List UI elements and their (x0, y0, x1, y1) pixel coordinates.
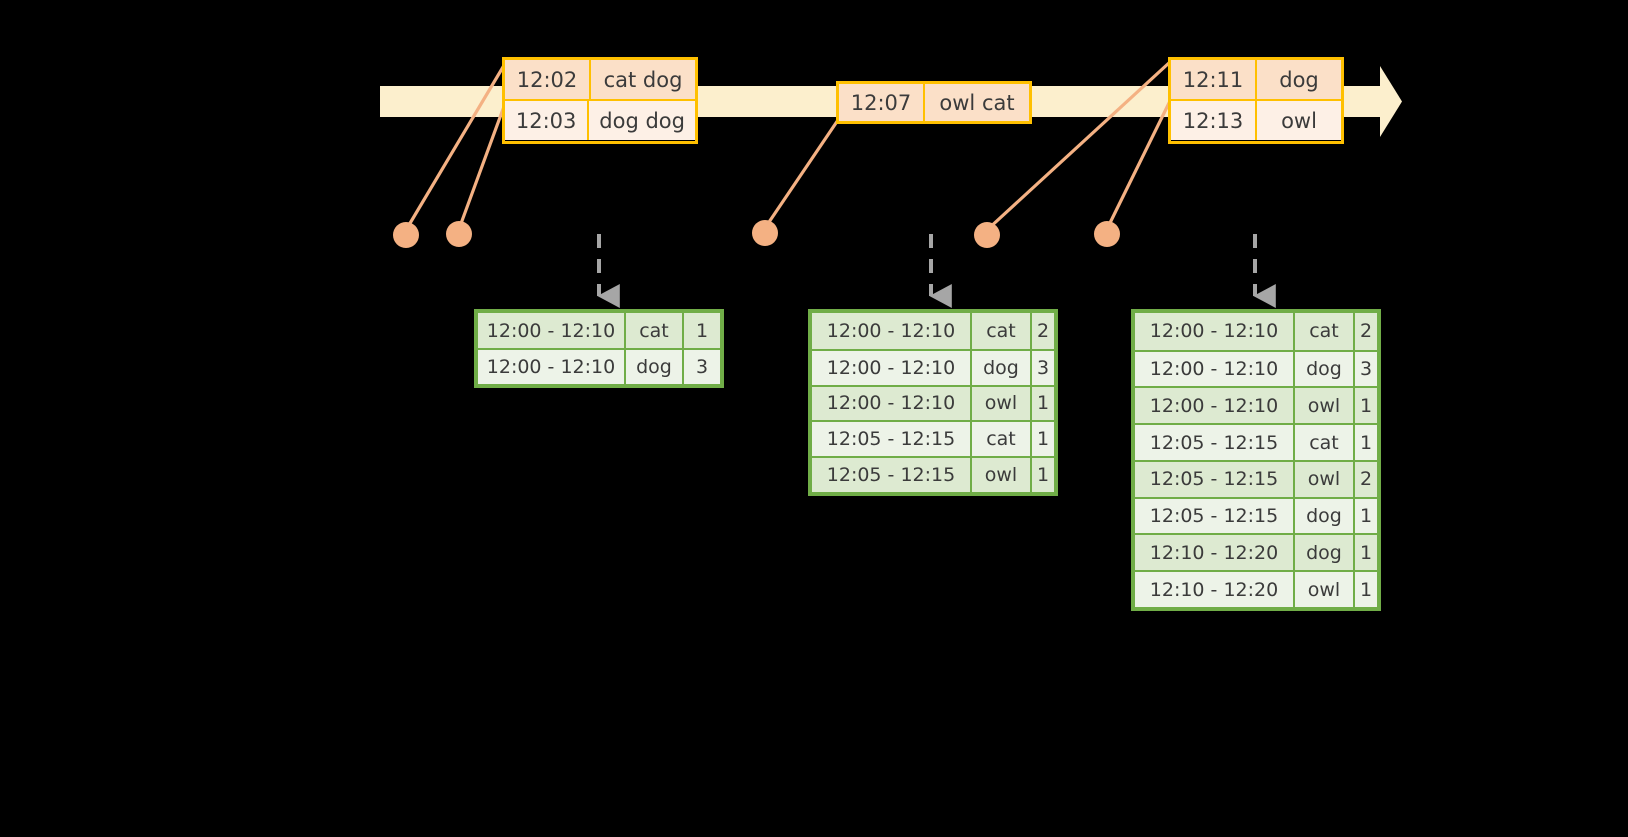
cell-count: 1 (1036, 392, 1050, 415)
table-row[interactable]: 12:00 - 12:10 owl 1 (812, 384, 1054, 421)
table-row[interactable]: 12:00 - 12:10 cat 2 (812, 313, 1054, 349)
cell-window: 12:00 - 12:10 (478, 350, 626, 384)
event-group-1[interactable]: 12:02 cat dog 12:03 dog dog (502, 57, 698, 144)
cell-window: 12:00 - 12:10 (812, 313, 972, 349)
cell-word: owl (1295, 388, 1355, 424)
event-words: cat dog (603, 67, 683, 92)
cell-word: owl (1295, 461, 1355, 497)
cell-word: owl (972, 458, 1032, 492)
cell-count: 1 (1359, 505, 1373, 528)
event-time: 12:07 (839, 84, 925, 121)
cell-word: owl (1295, 572, 1355, 607)
marker-dot-4 (974, 222, 1000, 248)
cell-window: 12:05 - 12:15 (1135, 498, 1295, 534)
cell-count: 1 (1036, 428, 1050, 451)
cell-word: cat (972, 422, 1032, 457)
cell-count: 2 (1036, 319, 1050, 342)
cell-word: owl (972, 386, 1032, 421)
event-words: owl (1281, 108, 1317, 133)
table-row[interactable]: 12:05 - 12:15 cat 1 (1135, 423, 1377, 460)
cell-word: dog (626, 350, 684, 384)
cell-count: 1 (1036, 464, 1050, 487)
event-row[interactable]: 12:07 owl cat (839, 84, 1029, 121)
cell-window: 12:05 - 12:15 (812, 458, 972, 492)
result-table-3[interactable]: 12:00 - 12:10 cat 2 12:00 - 12:10 dog 3 … (1131, 309, 1381, 611)
table-row[interactable]: 12:00 - 12:10 cat 1 (478, 313, 720, 349)
cell-window: 12:00 - 12:10 (478, 313, 626, 349)
marker-dot-5 (1094, 221, 1120, 247)
cell-window: 12:00 - 12:10 (812, 350, 972, 385)
event-row[interactable]: 12:02 cat dog (505, 60, 695, 99)
cell-word: dog (972, 350, 1032, 385)
marker-dots (393, 220, 1120, 248)
cell-count: 2 (1359, 468, 1373, 491)
connector-line-2 (457, 100, 508, 230)
cell-word: dog (1295, 498, 1355, 534)
cell-word: dog (1295, 351, 1355, 387)
marker-dot-1 (393, 222, 419, 248)
cell-window: 12:05 - 12:15 (812, 422, 972, 457)
connector-line-5 (1105, 100, 1172, 230)
connector-line-4 (985, 60, 1172, 232)
cell-window: 12:00 - 12:10 (1135, 313, 1295, 350)
cell-window: 12:05 - 12:15 (1135, 461, 1295, 497)
table-row[interactable]: 12:00 - 12:10 cat 2 (1135, 313, 1377, 350)
table-row[interactable]: 12:00 - 12:10 dog 3 (812, 348, 1054, 385)
result-table-2[interactable]: 12:00 - 12:10 cat 2 12:00 - 12:10 dog 3 … (808, 309, 1058, 496)
event-words: dog (1279, 67, 1319, 92)
table-row[interactable]: 12:00 - 12:10 dog 3 (478, 348, 720, 384)
cell-window: 12:00 - 12:10 (812, 386, 972, 421)
event-row[interactable]: 12:03 dog dog (505, 99, 695, 140)
marker-dot-3 (752, 220, 778, 246)
cell-count: 1 (1359, 394, 1373, 417)
cell-count: 3 (1036, 356, 1050, 379)
cell-count: 1 (695, 319, 709, 342)
table-row[interactable]: 12:00 - 12:10 dog 3 (1135, 349, 1377, 387)
event-time: 12:02 (505, 60, 591, 99)
cell-count: 3 (1359, 358, 1373, 381)
connector-line-1 (404, 61, 508, 231)
marker-dot-2 (446, 221, 472, 247)
table-row[interactable]: 12:10 - 12:20 owl 1 (1135, 570, 1377, 607)
cell-window: 12:00 - 12:10 (1135, 388, 1295, 424)
cell-word: cat (626, 313, 684, 349)
cell-word: cat (1295, 425, 1355, 460)
dashed-arrows (597, 234, 1276, 308)
table-row[interactable]: 12:05 - 12:15 owl 2 (1135, 459, 1377, 497)
connector-lines (404, 60, 1172, 232)
event-words: dog dog (599, 108, 685, 133)
table-row[interactable]: 12:05 - 12:15 owl 1 (812, 456, 1054, 492)
cell-count: 3 (695, 356, 709, 379)
event-group-3[interactable]: 12:11 dog 12:13 owl (1168, 57, 1344, 144)
table-row[interactable]: 12:05 - 12:15 cat 1 (812, 420, 1054, 457)
event-time: 12:13 (1171, 101, 1257, 140)
event-row[interactable]: 12:13 owl (1171, 99, 1341, 140)
connector-line-3 (763, 119, 840, 229)
event-time: 12:03 (505, 101, 590, 140)
event-time: 12:11 (1171, 60, 1257, 99)
event-row[interactable]: 12:11 dog (1171, 60, 1341, 99)
cell-window: 12:10 - 12:20 (1135, 572, 1295, 607)
table-row[interactable]: 12:05 - 12:15 dog 1 (1135, 496, 1377, 534)
cell-count: 1 (1359, 541, 1373, 564)
table-row[interactable]: 12:00 - 12:10 owl 1 (1135, 386, 1377, 424)
cell-count: 1 (1359, 431, 1373, 454)
cell-window: 12:00 - 12:10 (1135, 351, 1295, 387)
cell-count: 2 (1359, 320, 1373, 343)
cell-word: cat (972, 313, 1032, 349)
cell-window: 12:10 - 12:20 (1135, 535, 1295, 571)
cell-word: cat (1295, 313, 1355, 350)
cell-window: 12:05 - 12:15 (1135, 425, 1295, 460)
event-words: owl cat (939, 90, 1015, 115)
cell-count: 1 (1359, 578, 1373, 601)
table-row[interactable]: 12:10 - 12:20 dog 1 (1135, 533, 1377, 571)
result-table-1[interactable]: 12:00 - 12:10 cat 1 12:00 - 12:10 dog 3 (474, 309, 724, 388)
event-group-2[interactable]: 12:07 owl cat (836, 81, 1032, 124)
cell-word: dog (1295, 535, 1355, 571)
